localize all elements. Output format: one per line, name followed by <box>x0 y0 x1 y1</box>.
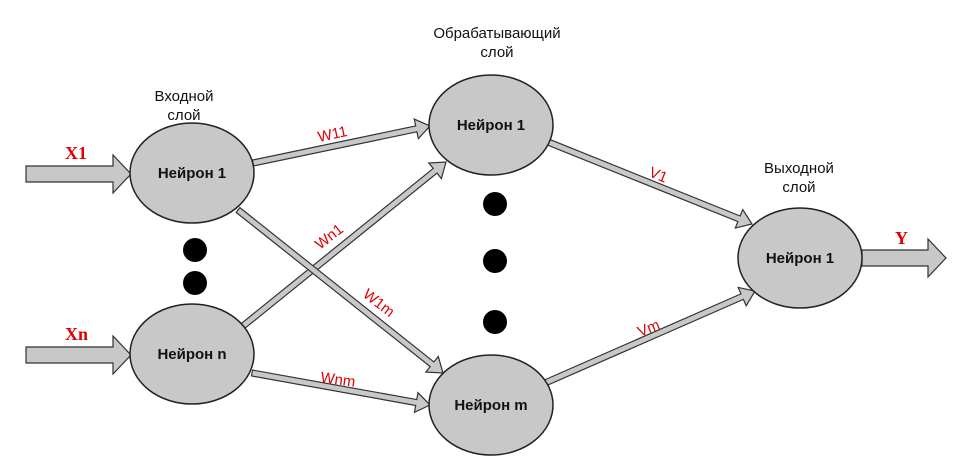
ellipsis-dots <box>183 192 507 334</box>
hidden-neuron-1-label: Нейрон 1 <box>457 117 525 134</box>
connections <box>25 118 947 414</box>
output-neuron-1-label: Нейрон 1 <box>766 250 834 267</box>
weight-v1: V1 <box>647 164 670 187</box>
output-arrow-y <box>861 237 947 279</box>
input-neuron-1 <box>129 122 255 224</box>
dot <box>483 192 507 216</box>
connection-vm <box>543 286 756 387</box>
input-xn-label: Xn <box>65 324 88 344</box>
input-x1-label: X1 <box>65 143 87 163</box>
output-layer-title: Выходной <box>764 160 834 177</box>
hidden-layer-title: Обрабатывающий <box>433 25 560 42</box>
dot <box>183 238 207 262</box>
input-neuron-n <box>129 303 255 405</box>
connection-w1m <box>235 206 444 374</box>
hidden-neuron-m-label: Нейрон m <box>454 397 527 414</box>
input-layer-title-2: слой <box>167 107 200 124</box>
output-neuron-1 <box>737 207 863 309</box>
dot <box>183 271 207 295</box>
input-neuron-1-label: Нейрон 1 <box>158 165 226 182</box>
connection-wnm <box>250 369 432 414</box>
input-arrow-x1 <box>25 153 132 195</box>
weight-w11: W11 <box>316 123 349 146</box>
dot <box>483 310 507 334</box>
input-neuron-n-label: Нейрон n <box>157 346 226 363</box>
dot <box>483 249 507 273</box>
output-layer-title-2: слой <box>782 179 815 196</box>
weight-wnm: Wnm <box>319 369 356 391</box>
hidden-neuron-1 <box>428 74 554 176</box>
connection-w11 <box>251 118 432 167</box>
input-layer-title: Входной <box>155 88 214 105</box>
hidden-neuron-m <box>428 354 554 456</box>
output-y-label: Y <box>895 228 908 248</box>
connection-wn1 <box>240 161 447 330</box>
input-arrow-xn <box>25 334 132 376</box>
hidden-layer-title-2: слой <box>480 44 513 61</box>
connection-v1 <box>546 138 753 229</box>
